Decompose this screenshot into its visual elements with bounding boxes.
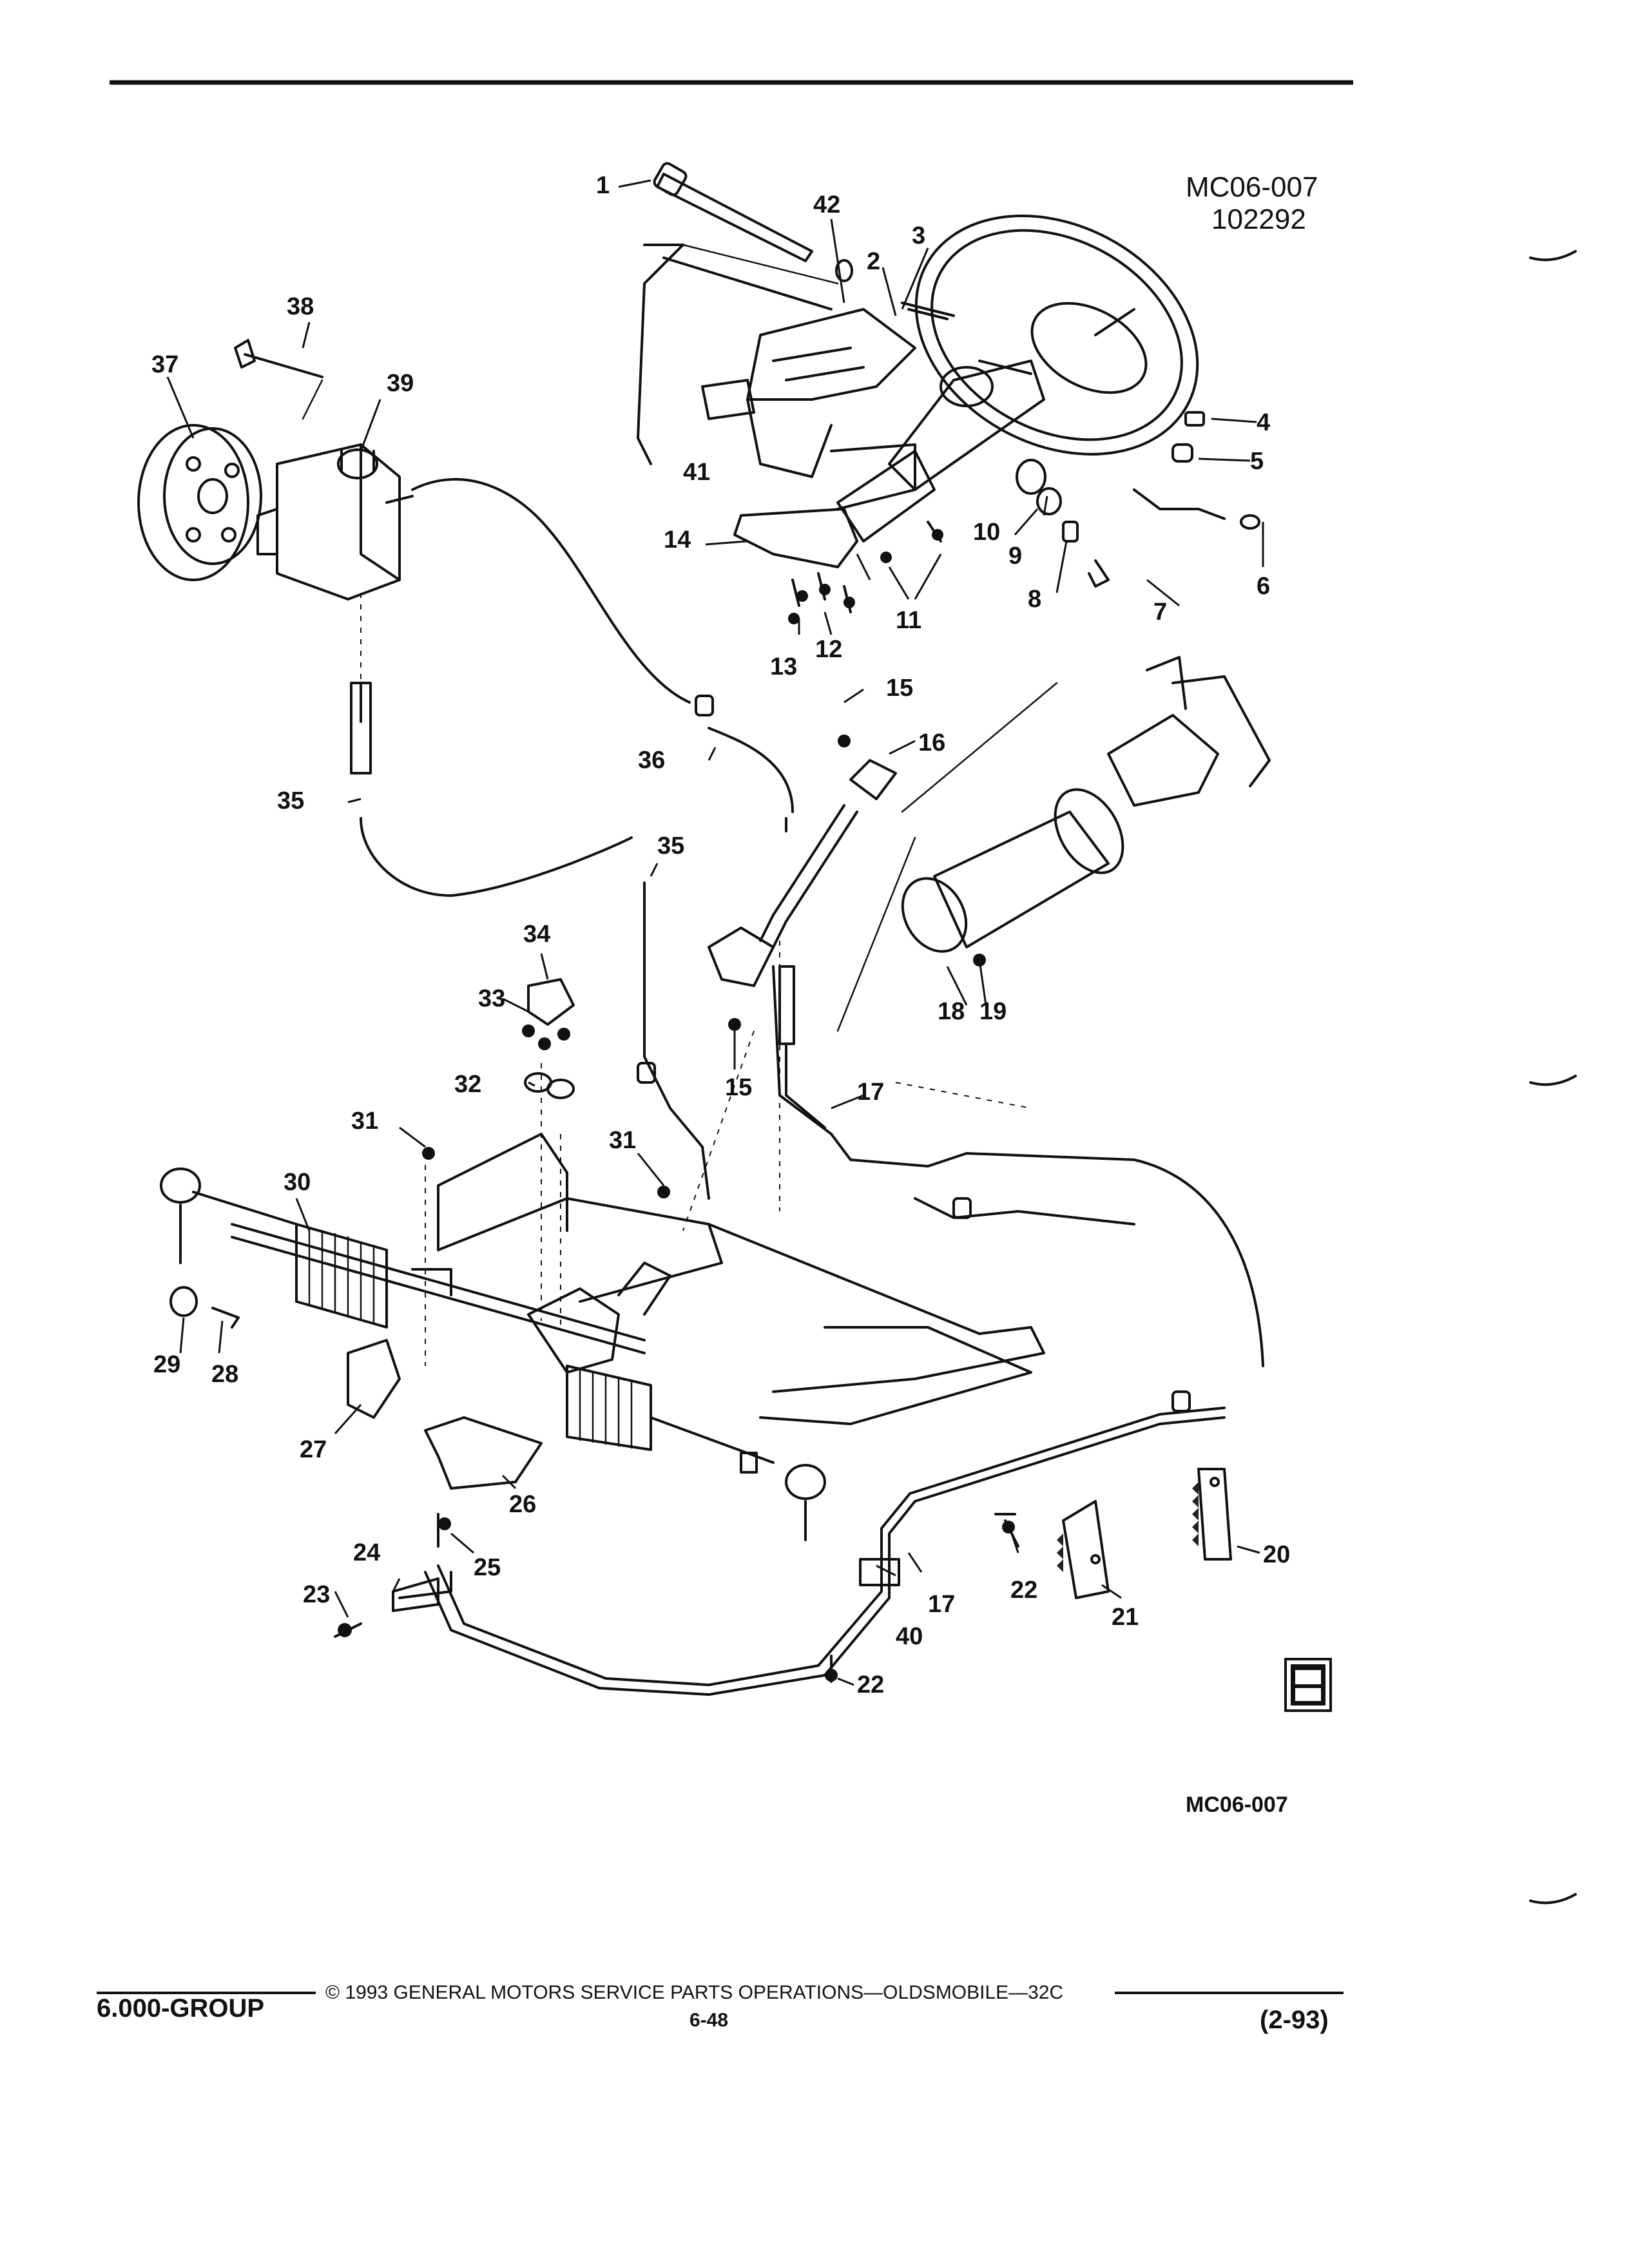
pump-bolt	[234, 339, 323, 378]
diagram-code-bottom: MC06-007	[1186, 1792, 1288, 1817]
callout-2: 2	[867, 248, 880, 275]
steering-wheel	[914, 215, 1199, 456]
callout-14: 14	[664, 526, 691, 553]
callout-17b: 17	[928, 1591, 955, 1618]
return-hose	[772, 817, 1264, 1367]
callout-35b: 35	[657, 832, 684, 860]
washers-and-clamp	[522, 978, 575, 1099]
diagram-date-top: 102292	[1211, 204, 1306, 235]
callout-6: 6	[1257, 573, 1270, 600]
callout-7: 7	[1153, 599, 1167, 626]
callout-labels: 1 42 2 3 4 5 6 7 8 9 10 11 12 13 14 15 1…	[151, 172, 1290, 1698]
footer-group: 6.000-GROUP	[97, 1994, 264, 2023]
cooler-bracket-20	[1192, 1468, 1232, 1561]
callout-15a: 15	[886, 675, 913, 702]
callout-24: 24	[353, 1539, 380, 1566]
footer-copyright: © 1993 GENERAL MOTORS SERVICE PARTS OPER…	[325, 1982, 1063, 2003]
guide-dashes	[360, 593, 1032, 1366]
edge-mark-2	[1529, 1075, 1577, 1086]
edge-mark-3	[1529, 1893, 1577, 1905]
callout-38: 38	[287, 293, 314, 320]
steering-coupling	[836, 656, 1271, 1032]
callout-31b: 31	[609, 1127, 636, 1154]
gm-spo-logo	[1284, 1658, 1332, 1712]
callout-1: 1	[596, 172, 610, 199]
callout-4: 4	[1257, 409, 1270, 436]
callout-33: 33	[478, 985, 505, 1012]
callout-35a: 35	[277, 787, 304, 814]
footer-page-number: 6-48	[689, 2010, 728, 2031]
callout-40: 40	[896, 1623, 923, 1650]
power-steering-pump	[256, 443, 414, 601]
cooler-lines	[398, 1407, 1226, 1696]
callout-16: 16	[918, 729, 945, 756]
callout-31a: 31	[351, 1108, 378, 1135]
small-fasteners-upper	[788, 302, 1260, 624]
callout-9: 9	[1008, 543, 1022, 570]
callout-30: 30	[284, 1169, 311, 1196]
callout-23: 23	[303, 1581, 330, 1608]
intermediate-shaft	[708, 759, 897, 1129]
callout-22a: 22	[1010, 1577, 1037, 1604]
callout-18: 18	[938, 998, 965, 1025]
diagram-code-top: MC06-007	[1186, 171, 1318, 203]
callout-22b: 22	[857, 1671, 884, 1698]
callout-41: 41	[683, 459, 710, 486]
leader-lines	[166, 179, 1264, 1686]
callout-34: 34	[523, 921, 550, 948]
callout-36: 36	[638, 747, 665, 774]
callout-37: 37	[151, 351, 178, 378]
dash-panel	[637, 244, 839, 465]
left-boot	[295, 1223, 388, 1329]
nut-and-pin	[169, 1286, 240, 1329]
callout-21: 21	[1112, 1604, 1139, 1631]
pressure-hose	[350, 477, 794, 1200]
callout-26: 26	[509, 1491, 536, 1518]
callout-28: 28	[211, 1361, 238, 1388]
callout-29: 29	[153, 1351, 180, 1378]
callout-5: 5	[1250, 448, 1264, 475]
footer-revision: (2-93)	[1260, 2006, 1329, 2034]
callout-20: 20	[1263, 1541, 1290, 1568]
callout-42: 42	[813, 191, 840, 218]
crossmember	[437, 1152, 1045, 1425]
callout-15b: 15	[725, 1074, 752, 1101]
callout-3: 3	[912, 222, 925, 249]
callout-39: 39	[387, 370, 414, 397]
bolts-lower	[334, 735, 1019, 1683]
callout-32: 32	[454, 1071, 481, 1098]
callout-19: 19	[979, 998, 1007, 1025]
column-bracket	[701, 308, 916, 478]
steering-rack	[231, 1223, 671, 1374]
callout-13: 13	[770, 653, 797, 680]
shaft-lock-bracket	[733, 443, 916, 568]
turn-signal-lever	[653, 162, 853, 282]
callout-17a: 17	[857, 1079, 884, 1106]
bolt-guide	[302, 379, 323, 420]
callout-8: 8	[1028, 586, 1041, 613]
callout-10: 10	[973, 519, 1000, 546]
callout-12: 12	[815, 636, 842, 663]
callout-25: 25	[474, 1554, 501, 1581]
steering-column	[836, 360, 1045, 543]
callout-11: 11	[896, 607, 921, 634]
tie-rod-ends	[160, 1168, 826, 1541]
cooler-bracket-21	[1057, 1500, 1110, 1599]
edge-mark-1	[1529, 250, 1577, 262]
right-boot	[566, 1365, 652, 1451]
hose-clamps	[637, 695, 1191, 1412]
pump-pulley	[137, 424, 262, 581]
callout-27: 27	[300, 1436, 327, 1463]
